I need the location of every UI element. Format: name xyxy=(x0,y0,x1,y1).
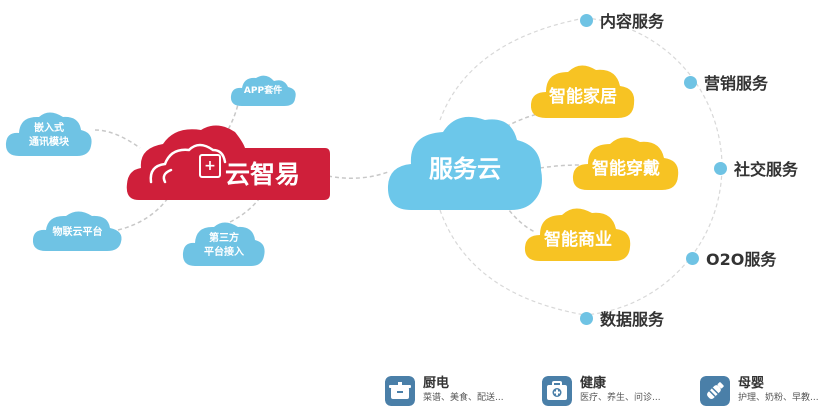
node-embedded-module: 嵌入式 通讯模块 xyxy=(3,108,95,160)
category-health-text: 健康 医疗、养生、问诊... xyxy=(580,376,661,405)
category-kitchen: 厨电 菜谱、美食、配送... xyxy=(385,376,504,406)
node-smart-wearable: 智能穿戴 xyxy=(570,132,682,194)
bullet-dot xyxy=(580,13,593,27)
category-maternal-subtitle: 护理、奶粉、早教... xyxy=(738,393,819,403)
node-app-kit-label: APP套件 xyxy=(243,86,283,96)
node-third-party: 第三方 平台接入 xyxy=(180,218,268,270)
cloud-shape xyxy=(182,222,265,266)
cloud-shape xyxy=(5,112,92,156)
node-smart-wearable-label: 智能穿戴 xyxy=(592,158,660,179)
baby-bottle-icon xyxy=(700,376,730,406)
service-data: 数据服务 xyxy=(580,306,664,330)
brand-name: 云智易 xyxy=(225,160,301,189)
line-brand-to-center xyxy=(327,171,389,179)
service-o2o-label: O2O服务 xyxy=(706,250,777,269)
category-kitchen-title: 厨电 xyxy=(423,376,450,391)
line-iot-to-brand xyxy=(117,197,169,231)
line-center-to-wearable xyxy=(539,164,581,169)
category-maternal-text: 母婴 护理、奶粉、早教... xyxy=(738,376,819,405)
brand-logo: + 云智易 xyxy=(125,120,330,202)
node-smart-business-label: 智能商业 xyxy=(544,229,612,250)
service-marketing: 营销服务 xyxy=(684,70,768,94)
node-smart-home: 智能家居 xyxy=(528,60,638,122)
medical-kit-icon xyxy=(542,376,572,406)
cloud-shape xyxy=(387,116,542,210)
service-orbit-top-left xyxy=(439,17,586,121)
service-data-label: 数据服务 xyxy=(600,310,665,329)
node-smart-home-label: 智能家居 xyxy=(549,86,617,107)
cloud-shape xyxy=(32,211,122,251)
center-service-cloud-label: 服务云 xyxy=(429,154,501,183)
center-service-cloud: 服务云 xyxy=(385,108,545,216)
category-maternal: 母婴 护理、奶粉、早教... xyxy=(700,376,819,406)
cloud-shape xyxy=(524,208,631,261)
service-orbit-bottom-left xyxy=(439,209,586,316)
category-maternal-title: 母婴 xyxy=(738,376,765,391)
bullet-dot xyxy=(580,311,593,325)
node-app-kit: APP套件 xyxy=(228,72,298,110)
bullet-dot xyxy=(684,75,697,89)
node-iot-platform: 物联云平台 xyxy=(30,207,125,255)
node-iot-platform-label: 物联云平台 xyxy=(52,227,103,238)
service-content-label: 内容服务 xyxy=(600,12,665,31)
category-kitchen-text: 厨电 菜谱、美食、配送... xyxy=(423,376,504,405)
service-social-label: 社交服务 xyxy=(734,160,799,179)
node-embedded-module-label: 嵌入式 通讯模块 xyxy=(29,123,69,148)
service-marketing-label: 营销服务 xyxy=(704,74,769,93)
category-health: 健康 医疗、养生、问诊... xyxy=(542,376,661,406)
service-o2o: O2O服务 xyxy=(686,246,776,270)
line-embedded-to-brand xyxy=(94,129,141,149)
node-smart-business: 智能商业 xyxy=(522,203,634,265)
category-health-subtitle: 医疗、养生、问诊... xyxy=(580,393,661,403)
brand-cloud-shape xyxy=(126,125,330,200)
category-health-title: 健康 xyxy=(580,376,607,391)
bullet-dot xyxy=(686,251,699,265)
cloud-shape xyxy=(572,137,679,190)
service-social: 社交服务 xyxy=(714,156,798,180)
pot-icon xyxy=(385,376,415,406)
cloud-shape xyxy=(530,65,635,118)
bullet-dot xyxy=(714,161,727,175)
node-third-party-label: 第三方 平台接入 xyxy=(204,233,244,258)
service-content: 内容服务 xyxy=(580,8,664,32)
category-kitchen-subtitle: 菜谱、美食、配送... xyxy=(423,393,504,403)
cloud-shape xyxy=(230,75,296,106)
shield-plus-icon: + xyxy=(199,154,221,178)
